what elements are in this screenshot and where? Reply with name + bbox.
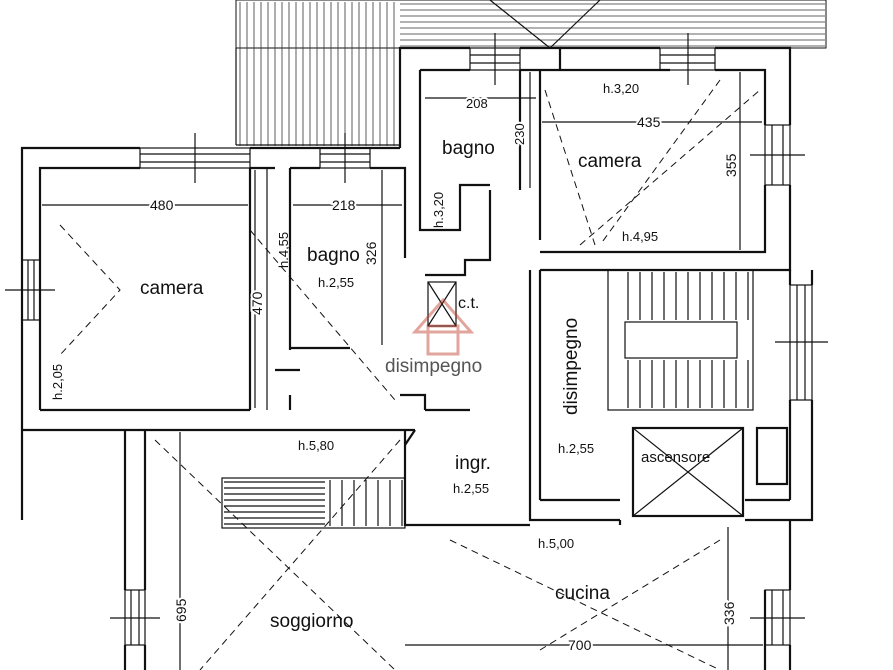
height-bagno-top: h.3,20 [431,192,446,228]
dimension-lines [42,72,763,670]
elevator-shaft [631,426,789,518]
room-label-ingresso: ingr. [455,453,491,474]
room-label-camera-right: camera [578,151,642,172]
height-soggiorno: h.5,80 [298,438,334,453]
dim-camera-right-height: 355 [723,153,739,177]
room-label-bagno-top: bagno [442,138,495,159]
room-label-ct: c.t. [458,295,479,312]
room-label-cucina: cucina [555,583,610,604]
height-camera-left-a: h.4,55 [276,232,291,268]
dim-bagno-top-height: 230 [512,123,527,145]
dim-bagno-top-width: 208 [466,96,488,111]
dim-camera-left-height: 470 [249,291,265,315]
dim-camera-left-width: 480 [150,197,174,213]
height-camera-right-a: h.3,20 [603,81,639,96]
height-camera-right-b: h.4,95 [622,229,658,244]
windows [5,33,828,646]
height-cucina: h.5,00 [538,536,574,551]
height-ingresso: h.2,55 [453,481,489,496]
height-camera-left-b: h.2,05 [50,364,65,400]
watermark-logo [411,297,475,356]
dim-bagno-left-width: 218 [332,197,356,213]
room-label-ascensore: ascensore [641,449,710,466]
stairs [221,269,754,529]
dim-cucina-width: 700 [568,637,592,653]
room-label-disimpegno-center: disimpegno [385,356,482,377]
room-label-camera-left: camera [140,278,204,299]
height-bagno-left: h.2,55 [318,275,354,290]
dim-bagno-left-height: 326 [363,241,379,265]
room-label-soggiorno: soggiorno [270,611,353,632]
roof-hatch [235,0,827,146]
dim-camera-right-width: 435 [637,114,661,130]
room-label-disimpegno-vertical: disimpegno [561,318,582,415]
room-label-bagno-left: bagno [307,245,360,266]
dim-cucina-height: 336 [721,601,737,625]
roof-projection-lines [59,79,761,670]
height-disimpegno: h.2,55 [558,441,594,456]
dim-soggiorno-height: 695 [173,598,189,622]
